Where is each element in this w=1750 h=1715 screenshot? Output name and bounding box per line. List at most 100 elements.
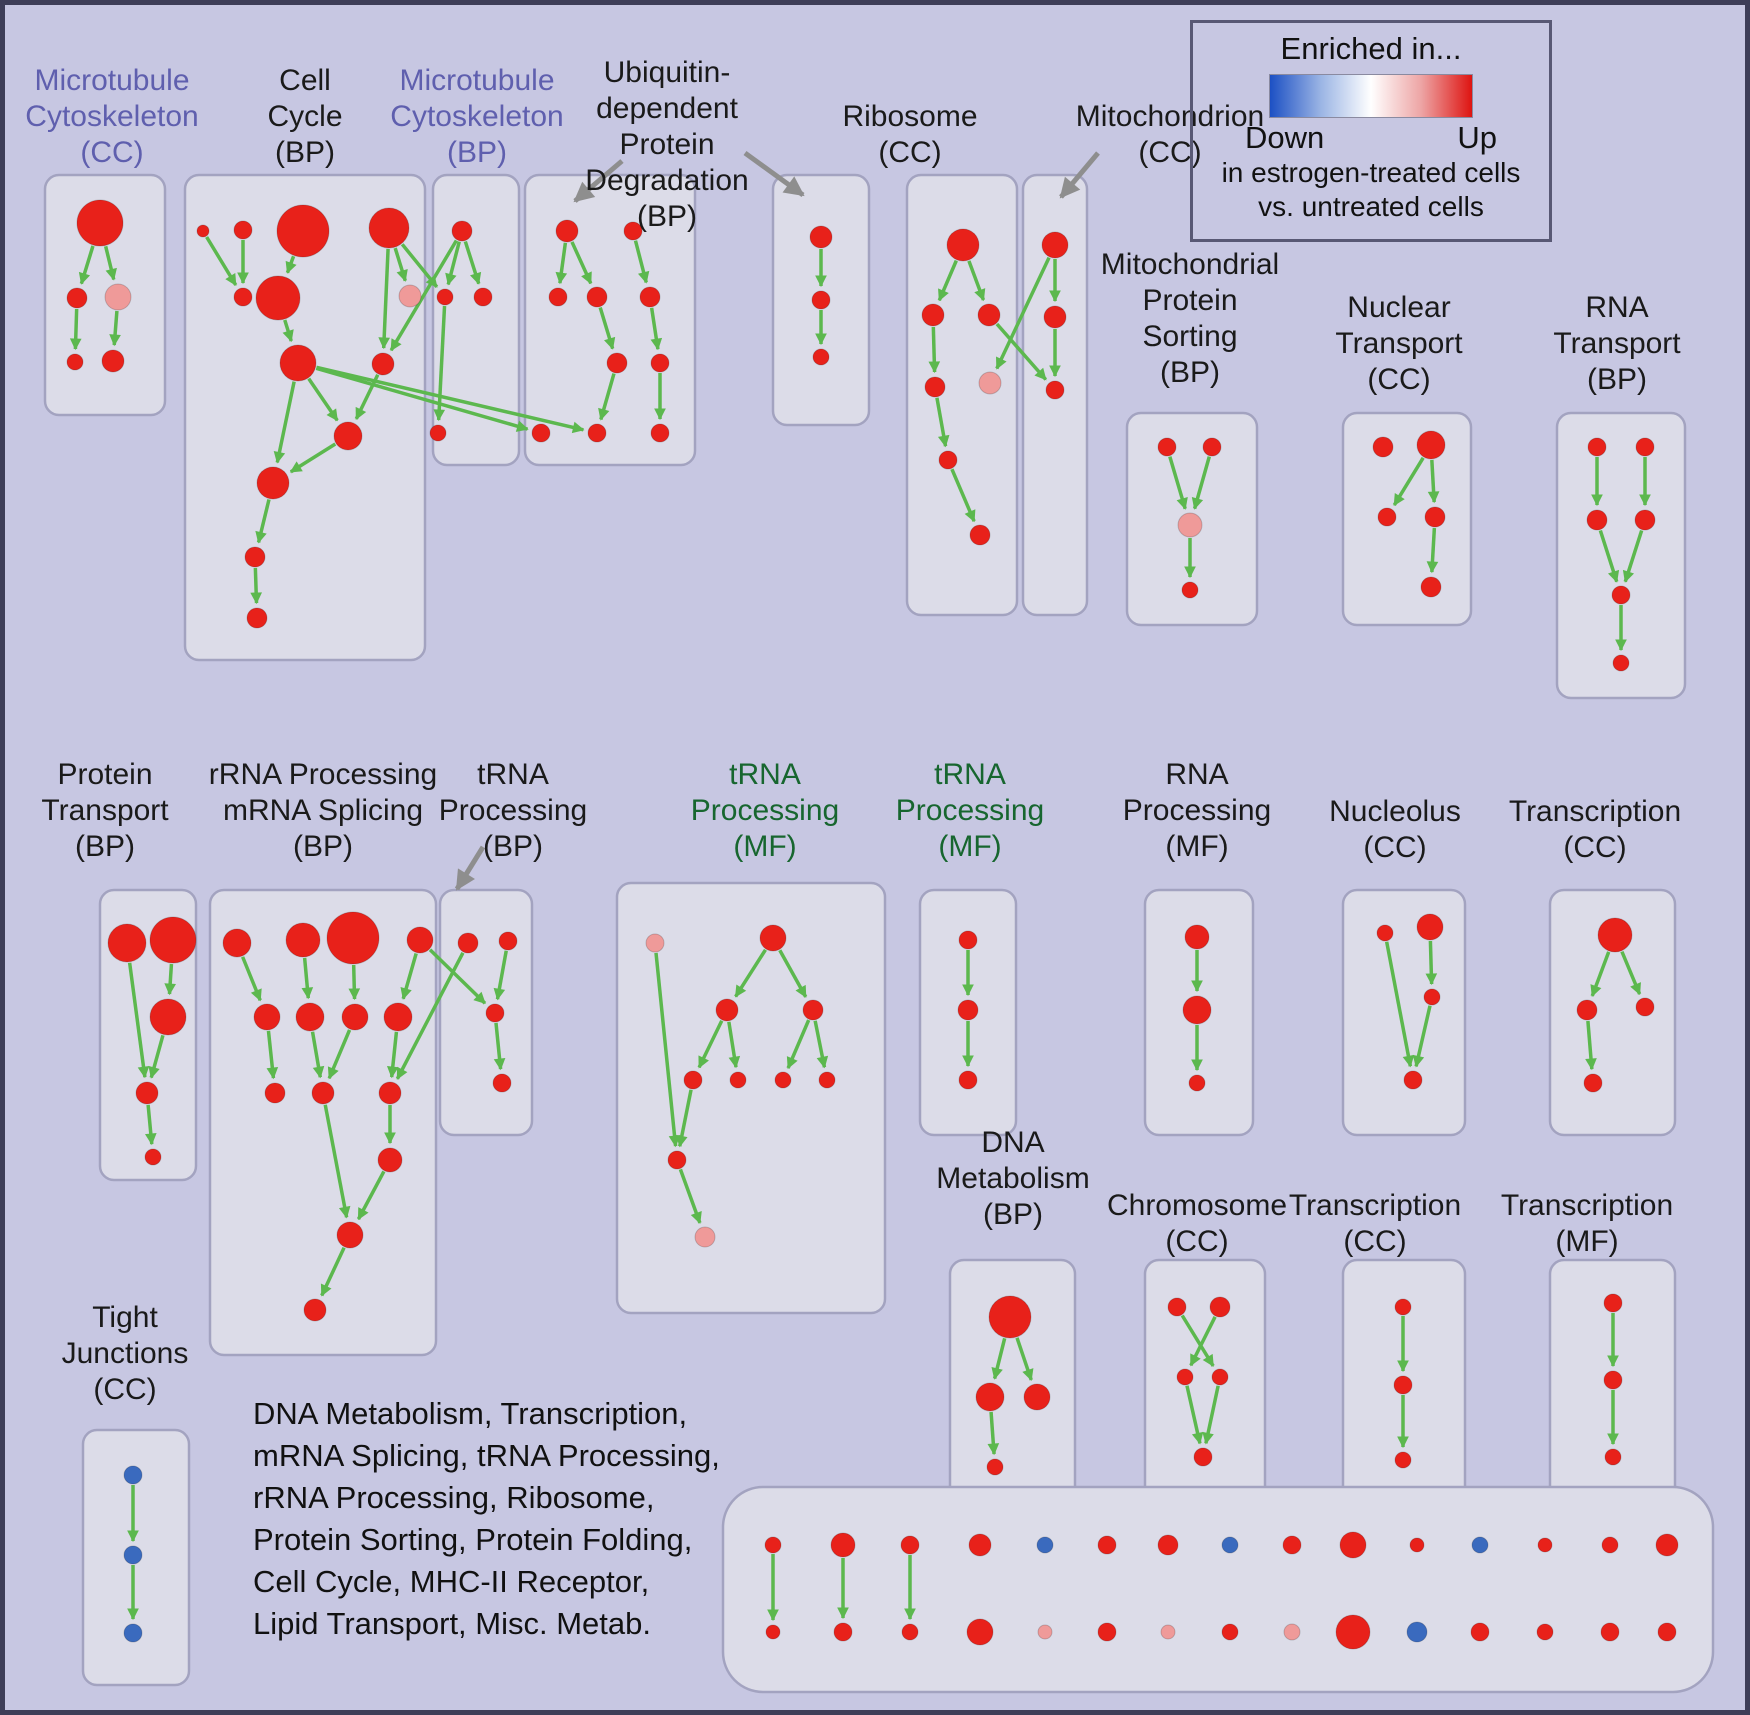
- go-term-node: [406, 926, 434, 954]
- group-box-chromosome: [1143, 1258, 1267, 1512]
- edge-arrow: [69, 308, 82, 351]
- go-term-node: [774, 1071, 792, 1089]
- legend-title: Enriched in...: [1280, 31, 1462, 66]
- go-term-node: [1188, 1074, 1206, 1092]
- go-term-node: [66, 287, 88, 309]
- go-term-node: [639, 286, 661, 308]
- go-term-node: [1600, 1622, 1620, 1642]
- go-term-node: [1023, 1383, 1051, 1411]
- go-term-node: [123, 1545, 143, 1565]
- edge-arrow: [463, 240, 482, 285]
- go-term-node: [1177, 512, 1203, 538]
- go-term-node: [368, 207, 410, 249]
- edge-arrow: [273, 381, 296, 464]
- go-term-node: [958, 1070, 978, 1090]
- edge-arrow: [393, 247, 408, 282]
- go-term-node: [1583, 1073, 1603, 1093]
- go-term-node: [977, 303, 1001, 327]
- go-term-node: [830, 1532, 856, 1558]
- go-term-node: [1160, 1624, 1176, 1640]
- go-term-node: [1393, 1375, 1413, 1395]
- go-term-node: [107, 923, 147, 963]
- go-term-node: [1097, 1535, 1117, 1555]
- network-canvas: [43, 150, 1715, 1694]
- go-term-node: [255, 275, 301, 321]
- edge-arrow: [1015, 1337, 1034, 1382]
- edge-arrow: [307, 377, 339, 422]
- go-term-node: [975, 1382, 1005, 1412]
- go-term-node: [645, 933, 665, 953]
- go-term-node: [900, 1535, 920, 1555]
- callout-arrow: [743, 150, 805, 198]
- go-term-node: [1635, 437, 1655, 457]
- edge-arrow: [555, 242, 568, 285]
- go-term-node: [436, 288, 454, 306]
- go-term-node: [1409, 1537, 1425, 1553]
- edge-arrow: [995, 256, 1051, 370]
- go-term-node: [1655, 1533, 1679, 1557]
- edge-arrow: [1620, 950, 1642, 996]
- group-box-trna_mf1: [615, 881, 887, 1315]
- go-term-node: [531, 423, 551, 443]
- go-term-node: [1211, 1368, 1229, 1386]
- go-term-node: [1181, 581, 1199, 599]
- go-term-node: [1657, 1622, 1677, 1642]
- edge-arrow: [250, 567, 262, 605]
- go-term-node: [555, 219, 579, 243]
- legend-up-label: Up: [1457, 120, 1497, 155]
- go-term-node: [1377, 507, 1397, 527]
- go-term-node: [492, 1073, 512, 1093]
- go-term-node: [1576, 999, 1598, 1021]
- go-term-node: [986, 1458, 1004, 1476]
- go-term-node: [667, 1150, 687, 1170]
- edge-arrow: [378, 248, 390, 350]
- group-box-rna_transport: [1555, 411, 1687, 700]
- go-term-node: [233, 220, 253, 240]
- category-note-line: mRNA Splicing, tRNA Processing,: [253, 1438, 720, 1473]
- go-term-node: [1041, 231, 1069, 259]
- edge-arrow: [633, 240, 650, 284]
- go-term-node: [333, 421, 363, 451]
- go-term-node: [966, 1618, 994, 1646]
- go-term-node: [144, 1148, 162, 1166]
- edge-arrow: [356, 1170, 386, 1221]
- edge-arrow: [1622, 529, 1644, 583]
- go-term-node: [378, 1081, 402, 1105]
- go-term-node: [694, 1226, 716, 1248]
- go-term-node: [715, 998, 739, 1022]
- edge-arrow: [148, 1034, 165, 1079]
- edge-arrow: [1189, 1316, 1217, 1367]
- edge-arrow: [395, 951, 465, 1080]
- edge-arrow: [348, 964, 361, 1001]
- edge-arrow: [1412, 1005, 1432, 1068]
- go-term-node: [1406, 1621, 1428, 1643]
- go-term-node: [802, 999, 824, 1021]
- go-term-node: [969, 524, 991, 546]
- edge-arrow: [301, 957, 314, 1000]
- edge-arrow: [315, 366, 529, 432]
- legend-subtitle-1: in estrogen-treated cells: [1221, 157, 1521, 188]
- go-term-node: [149, 998, 187, 1036]
- edge-arrow: [320, 1246, 346, 1297]
- edge-arrow: [598, 373, 616, 421]
- go-term-node: [285, 922, 321, 958]
- go-term-node: [729, 1071, 747, 1089]
- go-term-node: [812, 348, 830, 366]
- go-term-node: [764, 1536, 782, 1554]
- go-term-node: [548, 287, 568, 307]
- go-term-node: [1193, 1447, 1213, 1467]
- go-term-node: [938, 450, 958, 470]
- callout-arrow: [454, 845, 486, 891]
- go-term-node: [1635, 997, 1655, 1017]
- edge-arrow: [813, 1020, 829, 1069]
- edge-arrow: [323, 1104, 351, 1219]
- category-note-line: rRNA Processing, Ribosome,: [253, 1480, 655, 1515]
- go-term-node: [1376, 924, 1394, 942]
- edge-arrow: [493, 950, 508, 1001]
- group-box-misc: [721, 1485, 1715, 1694]
- go-term-node: [1611, 585, 1631, 605]
- edge-arrow: [109, 310, 121, 347]
- edge-arrow: [678, 1168, 702, 1224]
- group-box-ubiq: [523, 173, 697, 467]
- go-term-node: [809, 225, 833, 249]
